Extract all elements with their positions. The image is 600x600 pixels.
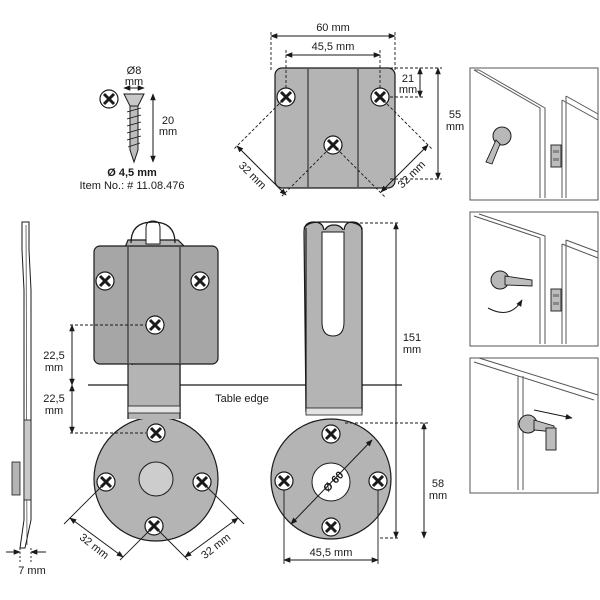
upper-spacing-label: 22,5: [43, 350, 64, 362]
front-plate-screw-left-icon: [94, 270, 116, 292]
thickness-label: 7 mm: [18, 565, 46, 577]
screw-head-diameter-unit: mm: [125, 76, 143, 88]
back-disc-screw-bottom-icon: [320, 516, 342, 538]
item-number-label: Item No.: # 11.08.476: [80, 180, 185, 192]
plate-height-unit: mm: [446, 121, 464, 133]
mounting-plate: [274, 67, 396, 189]
installation-step-1: [469, 67, 599, 201]
plate-hole-spacing-label: 45,5 mm: [312, 41, 355, 53]
screw-thread: [126, 107, 142, 148]
back-disc-screw-top-icon: [320, 423, 342, 445]
total-length-label: 151: [403, 332, 421, 344]
front-plate-screw-right-icon: [189, 270, 211, 292]
back-hole-spacing-label: 45,5 mm: [310, 547, 353, 559]
disc-height-label: 58: [432, 478, 444, 490]
mounting-plate-detail: 60 mm 45,5 mm 21 mm 55 mm 32 mm 32 mm: [232, 22, 464, 198]
screw-thread-diameter-label: Ø 4,5 mm: [107, 167, 157, 179]
table-edge-label: Table edge: [215, 393, 269, 405]
lower-spacing-unit: mm: [45, 405, 63, 417]
plate-hole-offset-unit: mm: [399, 84, 417, 96]
front-plate-screw-center-icon: [144, 314, 166, 336]
plate-width-label: 60 mm: [316, 22, 350, 34]
side-profile-view: 7 mm: [6, 221, 46, 577]
screw-length-label: 20: [162, 115, 174, 127]
plate-hole-offset-label: 21: [402, 73, 414, 85]
front-mounting-plate: [93, 245, 219, 365]
installation-step-3: [469, 357, 599, 494]
upper-spacing-unit: mm: [45, 362, 63, 374]
back-disc-screw-right-icon: [367, 470, 389, 492]
screw-length-unit: mm: [159, 126, 177, 138]
plate-height-label: 55: [449, 109, 461, 121]
lower-spacing-label: 22,5: [43, 393, 64, 405]
plate-diag-left-label: 32 mm: [236, 160, 268, 192]
bracket-back-view: Ø 60 151 mm 58 mm 45,5 mm: [270, 221, 447, 564]
installation-step-2: [469, 211, 599, 347]
front-diag-right-label: 32 mm: [199, 532, 233, 562]
bracket-front-view: Table edge 22,5 mm 22,5 mm: [43, 220, 402, 562]
screw-head-side: [123, 93, 145, 107]
back-disc-screw-left-icon: [273, 470, 295, 492]
front-disc-screw-top-icon: [145, 422, 167, 444]
disc-height-unit: mm: [429, 490, 447, 502]
screw-detail: Ø8 mm 20 mm Ø 4,5 mm Item No.: # 11.08.4…: [80, 65, 185, 192]
screw-shank: [129, 105, 139, 164]
screw-head-top-icon: [98, 88, 120, 110]
screw-head-diameter-label: Ø8: [127, 65, 142, 77]
plate-diag-right-label: 32 mm: [396, 159, 428, 191]
total-length-unit: mm: [403, 344, 421, 356]
